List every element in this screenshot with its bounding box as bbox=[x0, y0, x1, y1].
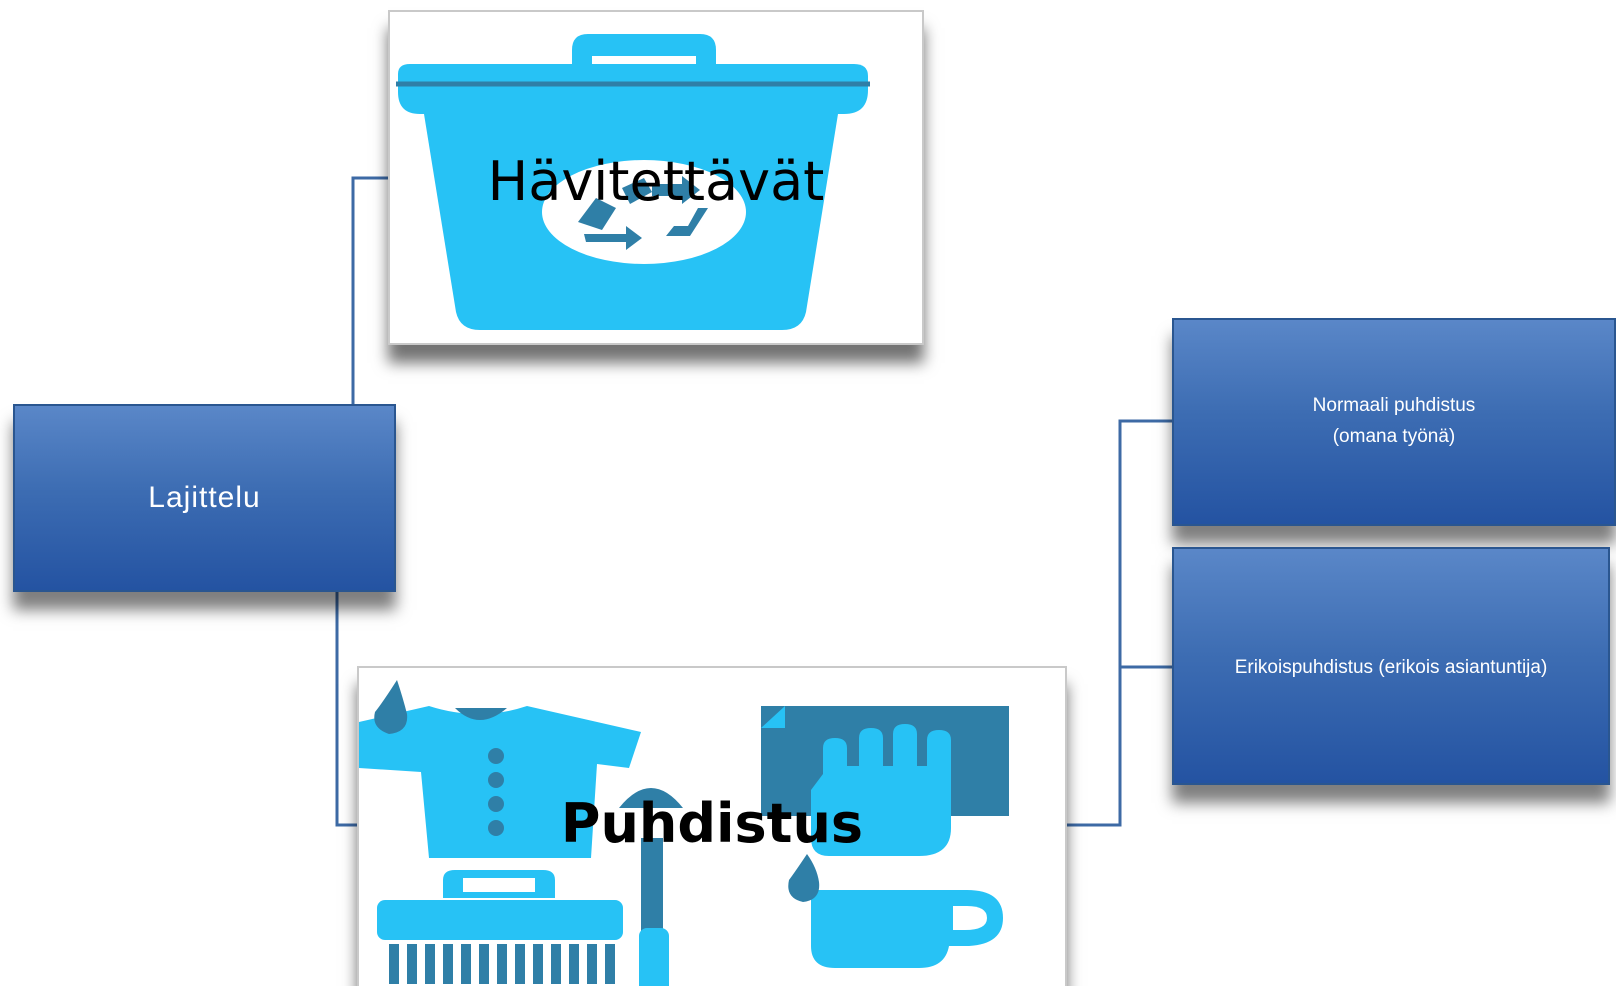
puhdistus-node: Puhdistus bbox=[357, 666, 1067, 986]
puhdistus-label: Puhdistus bbox=[560, 792, 864, 855]
connector-puhdistus-to-subs bbox=[1067, 419, 1172, 827]
normaali-puhdistus-node: Normaali puhdistus (omana työnä) bbox=[1172, 318, 1616, 526]
havitettavat-label: Hävitettävät bbox=[487, 150, 825, 213]
lajittelu-label: Lajittelu bbox=[148, 481, 261, 514]
recycle-bin-icon bbox=[396, 34, 870, 330]
shirt-icon bbox=[359, 706, 641, 858]
havitettavat-node: Hävitettävät bbox=[388, 10, 924, 345]
connector-root-to-havitettavat bbox=[351, 176, 388, 404]
brush-icon bbox=[377, 870, 623, 984]
normaali-puhdistus-line2: (omana työnä) bbox=[1332, 426, 1456, 447]
erikoispuhdistus-node: Erikoispuhdistus (erikois asiantuntija) bbox=[1172, 547, 1610, 785]
cup-icon bbox=[788, 854, 1003, 968]
toilet-brush-icon bbox=[619, 788, 683, 986]
cleaning-items-icon bbox=[359, 680, 1009, 986]
normaali-puhdistus-text: Normaali puhdistus (omana työnä) bbox=[1313, 390, 1476, 452]
lajittelu-node: Lajittelu bbox=[13, 404, 396, 592]
normaali-puhdistus-line1: Normaali puhdistus bbox=[1312, 395, 1476, 416]
connector-root-to-puhdistus bbox=[335, 592, 357, 827]
glove-icon bbox=[761, 706, 1009, 856]
erikoispuhdistus-label: Erikoispuhdistus (erikois asiantuntija) bbox=[1234, 657, 1548, 678]
